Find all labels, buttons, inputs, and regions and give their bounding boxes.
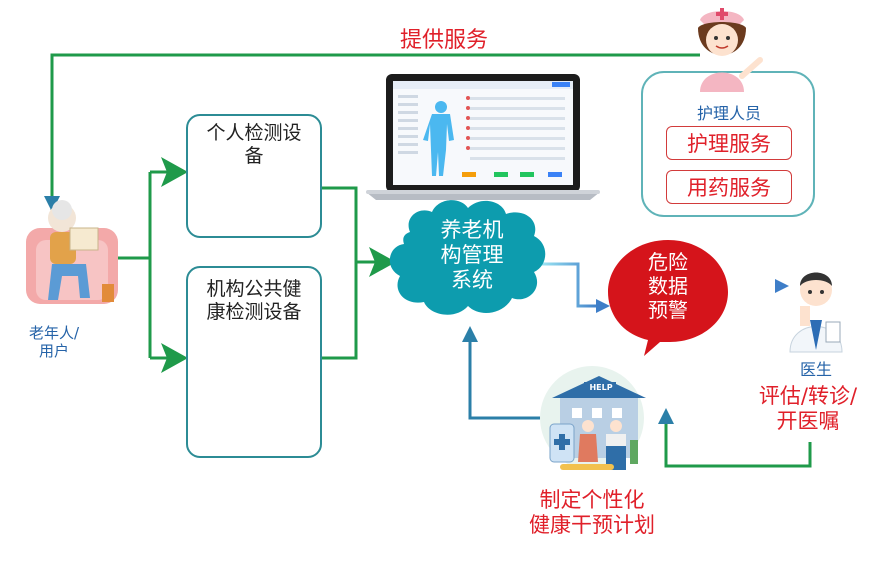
plan-to-system-arrow — [462, 326, 540, 420]
doctor-line1: 评估/转诊/ — [758, 384, 858, 408]
warning-line2: 数据 — [648, 274, 688, 298]
plan-line2: 健康干预计划 — [529, 513, 655, 538]
personal-device-label: 个人检测设 备 — [186, 122, 322, 168]
warning-line3: 预警 — [648, 298, 688, 322]
system-to-warning-arrow — [540, 262, 610, 313]
hospital-care-illustration — [540, 366, 646, 470]
hospital-help-sign: HELP — [589, 383, 613, 392]
doctor-icon — [789, 272, 843, 353]
laptop-dashboard-illustration — [366, 74, 600, 200]
plan-line1: 制定个性化 — [539, 488, 645, 512]
nurse-icon — [698, 8, 763, 92]
nurse-group-frame — [641, 71, 815, 217]
health-plan-label: 制定个性化 健康干预计划 — [514, 488, 670, 538]
public-device-line2: 康检测设备 — [206, 300, 302, 323]
doctor-title: 医生 — [799, 360, 832, 379]
system-line3: 系统 — [451, 268, 493, 293]
elderly-user-label: 老年人/ 用户 — [22, 324, 86, 360]
nursing-service-pill: 护理服务 — [666, 126, 792, 160]
doctor-to-plan-arrow — [658, 408, 812, 468]
public-device-label: 机构公共健 康检测设备 — [186, 278, 322, 324]
danger-warning-bubble — [608, 240, 728, 356]
medication-service-pill: 用药服务 — [666, 170, 792, 204]
elderly-label-line2: 用户 — [38, 342, 69, 360]
personal-device-line2: 备 — [244, 144, 264, 167]
warning-line1: 危险 — [648, 250, 688, 274]
nurse-title: 护理人员 — [696, 104, 761, 123]
elderly-label-line1: 老年人/ — [28, 324, 80, 342]
service-flow-line — [44, 53, 700, 212]
warning-to-doctor-arrow — [728, 279, 789, 293]
provide-service-label: 提供服务 — [400, 28, 489, 53]
management-system-cloud — [389, 200, 546, 315]
personal-device-line1: 个人检测设 — [206, 122, 302, 144]
elderly-to-devices-connector — [118, 157, 188, 373]
devices-to-system-connector — [318, 186, 396, 360]
system-cloud-label: 养老机 构管理 系统 — [420, 218, 524, 294]
public-device-line1: 机构公共健 — [206, 278, 302, 300]
personal-device-box — [186, 114, 322, 238]
warning-label: 危险 数据 预警 — [628, 250, 708, 322]
public-device-box — [186, 266, 322, 458]
elderly-user-icon — [26, 200, 118, 304]
system-line1: 养老机 — [440, 218, 504, 242]
doctor-line2: 开医嘱 — [776, 409, 840, 434]
doctor-actions-label: 评估/转诊/ 开医嘱 — [742, 384, 874, 434]
system-line2: 构管理 — [440, 243, 504, 268]
